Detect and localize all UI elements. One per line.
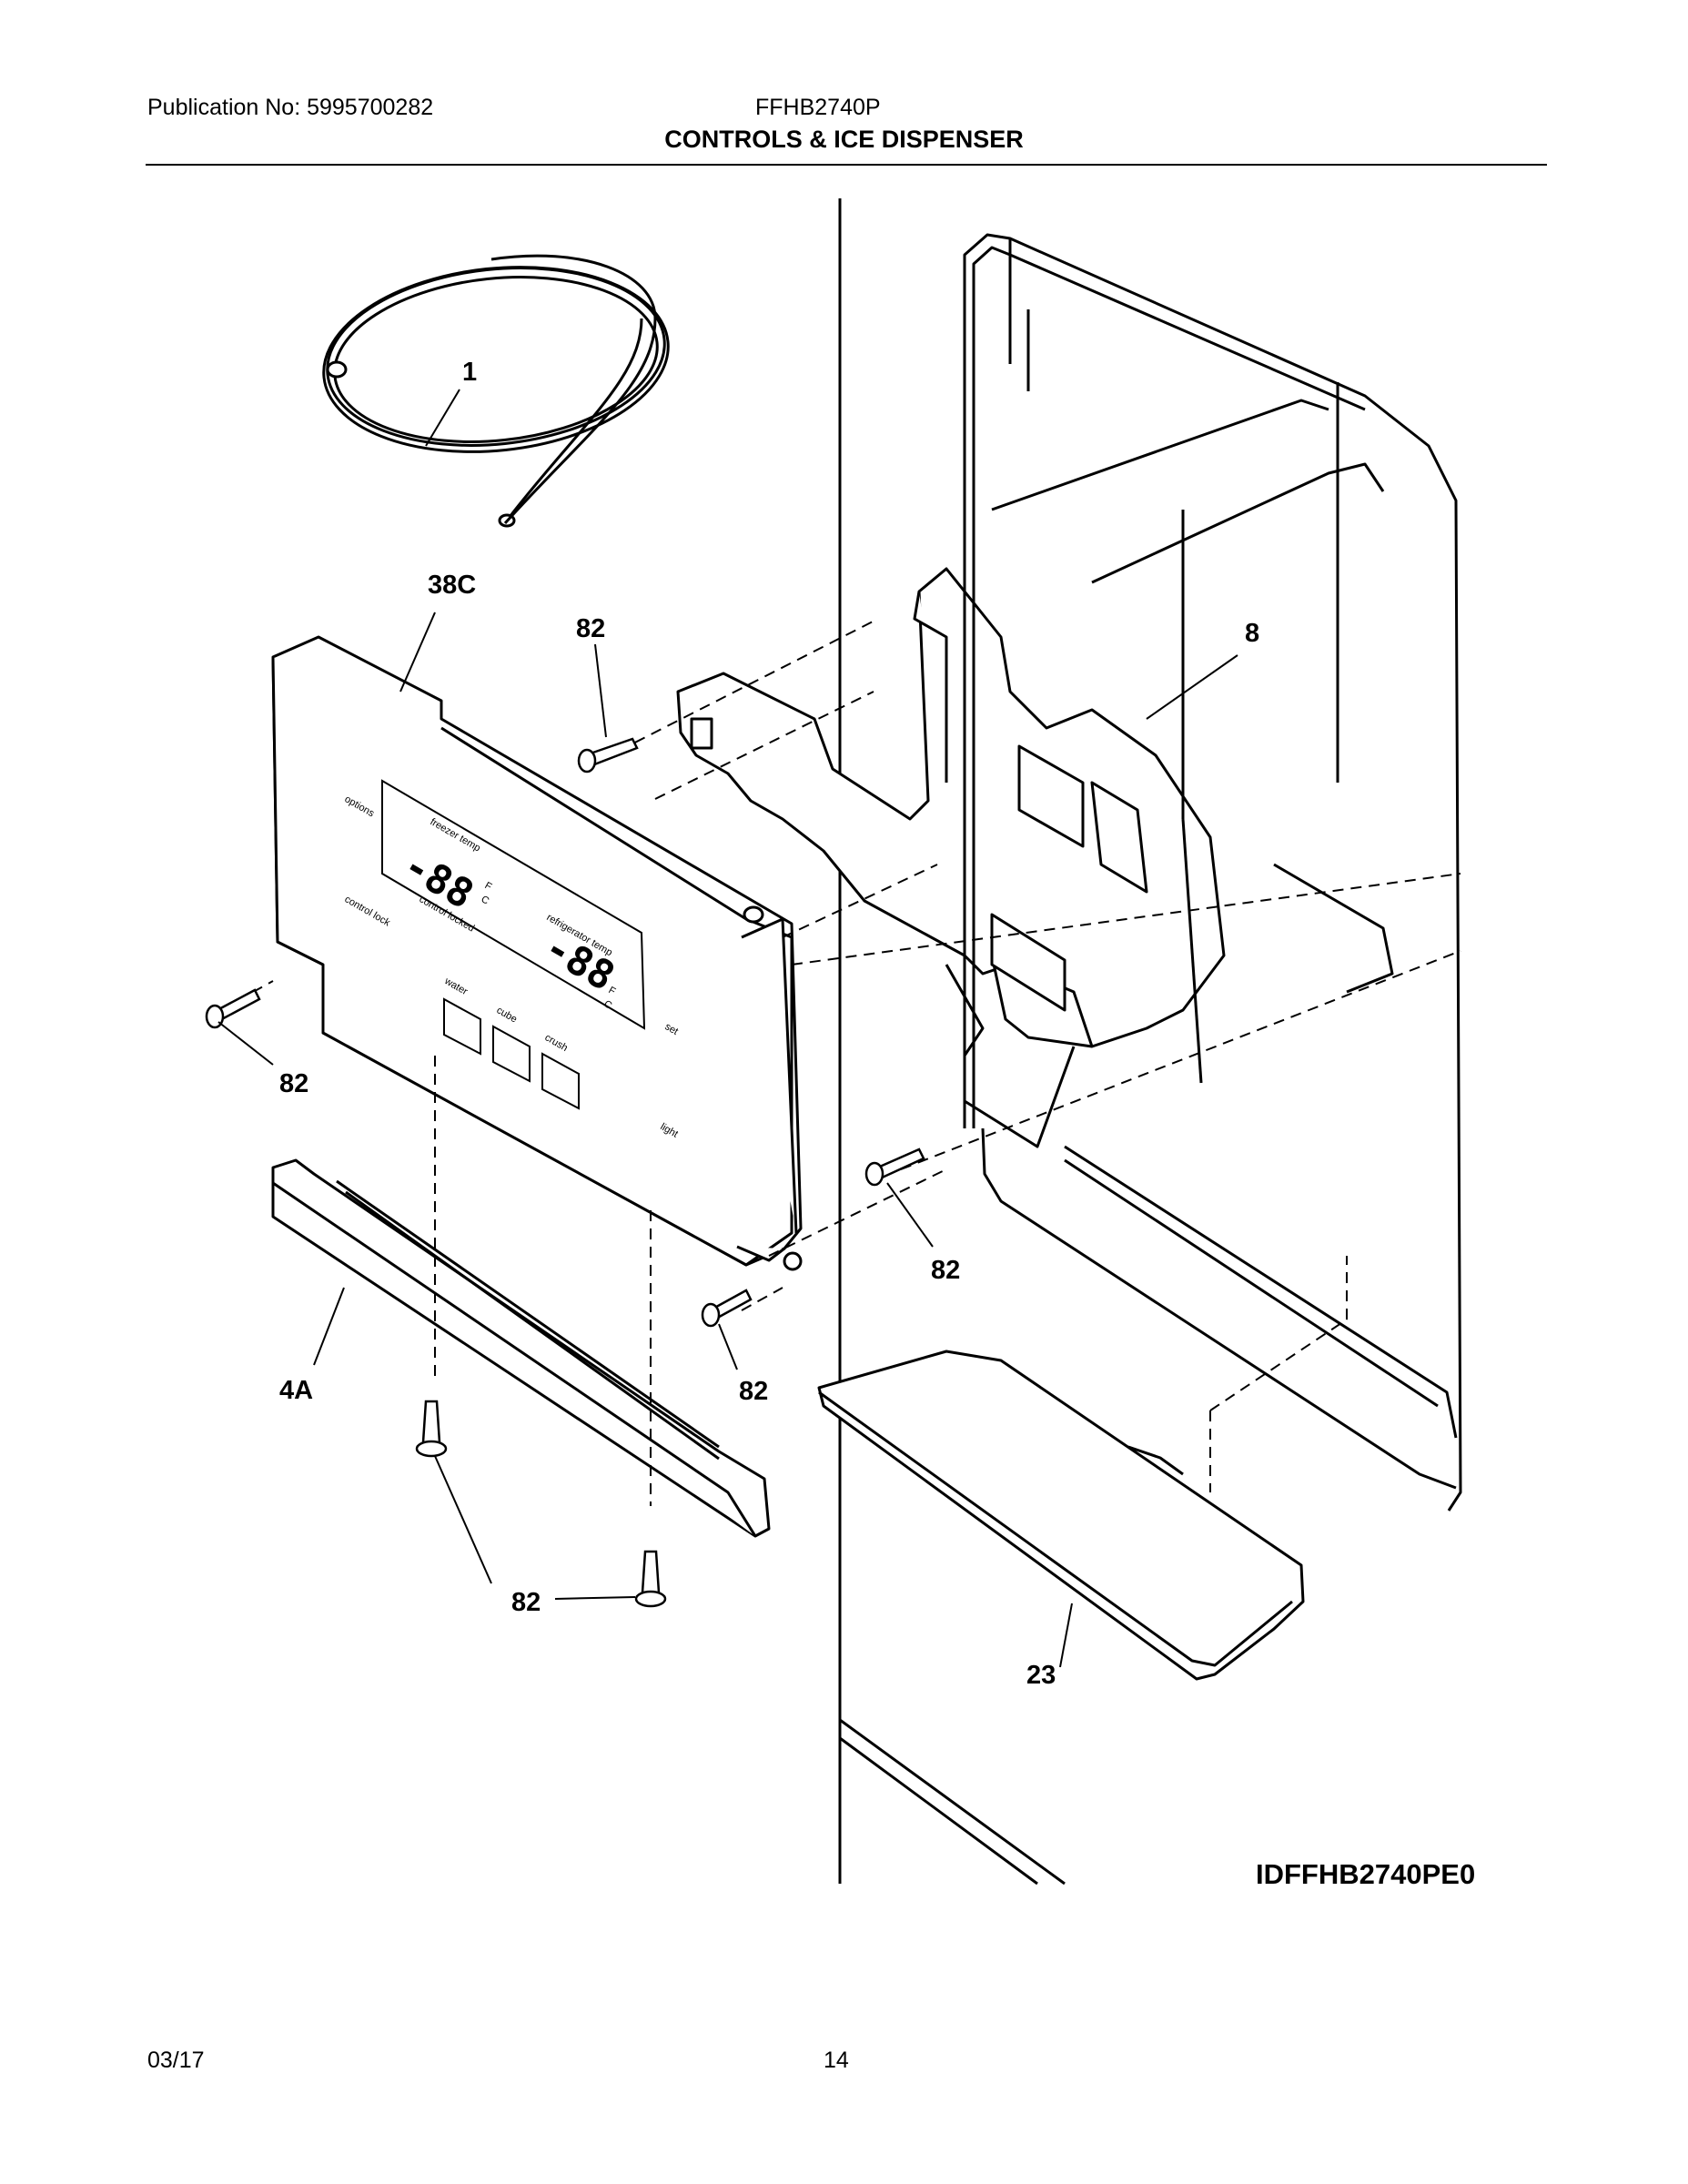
cabinet-lower (839, 1718, 1066, 1886)
screw-bottom-right (634, 1550, 667, 1608)
header-rule (146, 164, 1547, 166)
model-number: FFHB2740P (755, 95, 881, 120)
trim-piece (271, 1158, 771, 1538)
callout-82-upper: 82 (576, 614, 605, 643)
leader-line-23 (1059, 1603, 1073, 1668)
leader-line-82-bottom-a (434, 1455, 492, 1584)
leader-line-4a (313, 1287, 345, 1366)
leader-line-82-center-right (886, 1182, 934, 1248)
callout-8: 8 (1245, 619, 1259, 648)
callout-38c: 38C (428, 571, 476, 600)
drip-tray (817, 1350, 1305, 1681)
panel-display-window (381, 779, 646, 1110)
callout-23: 23 (1026, 1661, 1056, 1690)
leader-line-8 (1146, 654, 1238, 720)
alignment-dashes (236, 618, 1461, 1506)
leader-line-82-upper (594, 643, 607, 738)
callout-82-center-right: 82 (931, 1256, 960, 1285)
dispenser-housing (676, 567, 1226, 1148)
callout-82-bottom: 82 (511, 1588, 541, 1617)
screw-upper (577, 737, 639, 774)
screw-center-right (864, 1148, 925, 1187)
leader-line-38c (399, 612, 436, 693)
footer-date: 03/17 (147, 2048, 205, 2073)
callout-82-lower-mid: 82 (739, 1377, 768, 1406)
screw-lower-mid (701, 1289, 753, 1328)
leader-line-82-lower-mid (718, 1323, 738, 1370)
water-tubing-coil (322, 254, 670, 528)
leader-line-82-left (217, 1021, 274, 1066)
footer-page-number: 14 (824, 2048, 849, 2073)
leader-line-1 (425, 389, 460, 447)
control-panel (271, 360, 803, 1271)
drawing-id: IDFFHB2740PE0 (1256, 1858, 1475, 1890)
callout-82-left: 82 (279, 1069, 308, 1098)
callout-1: 1 (462, 358, 477, 387)
screw-bottom-left (415, 1400, 448, 1458)
callout-4a: 4A (279, 1376, 313, 1405)
publication-number: Publication No: 5995700282 (147, 95, 434, 120)
page-title: CONTROLS & ICE DISPENSER (664, 126, 1024, 153)
leader-line-82-bottom-b (554, 1596, 636, 1600)
screw-left (205, 988, 261, 1029)
cabinet-outline (963, 233, 1462, 1512)
